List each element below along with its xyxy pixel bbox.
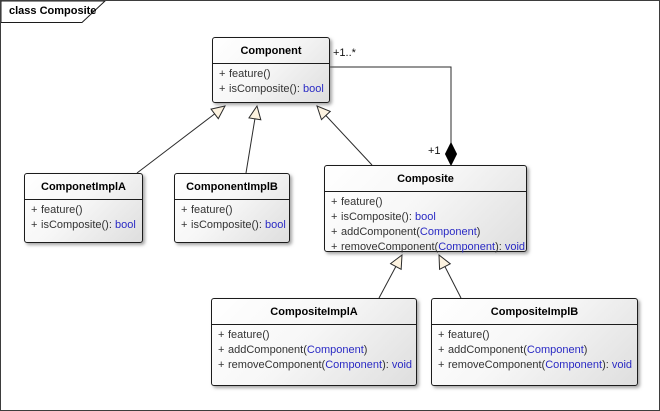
class-box-component[interactable]: Component +feature()+isComposite(): bool: [212, 37, 330, 103]
method-row: +isComposite(): bool: [25, 218, 142, 233]
visibility-marker: +: [181, 204, 188, 216]
method-signature: feature(): [341, 196, 383, 208]
method-signature: feature(): [41, 204, 83, 216]
class-box-compositeimpla[interactable]: CompositeImplA +feature()+addComponent(C…: [211, 298, 417, 386]
visibility-marker: +: [438, 329, 445, 341]
method-row: +isComposite(): bool: [175, 218, 289, 233]
method-row: +feature(): [213, 67, 329, 82]
method-signature: isComposite(): bool: [191, 219, 286, 231]
methods-compartment: +feature()+isComposite(): bool+addCompon…: [325, 192, 526, 255]
method-row: +isComposite(): bool: [325, 210, 526, 225]
method-signature: isComposite(): bool: [341, 211, 436, 223]
generalization-edge-componentimplb-component: [245, 104, 262, 174]
frame-label: class Composite: [9, 5, 97, 17]
class-title: CompositeImplB: [432, 299, 637, 325]
visibility-marker: +: [218, 344, 225, 356]
method-row: +removeComponent(Component): void: [432, 358, 637, 373]
visibility-marker: +: [219, 68, 226, 80]
method-signature: feature(): [448, 329, 490, 341]
generalization-edge-compositeimplb-composite: [438, 253, 462, 299]
visibility-marker: +: [218, 329, 225, 341]
method-row: +removeComponent(Component): void: [212, 358, 416, 373]
visibility-marker: +: [438, 359, 445, 371]
visibility-marker: +: [438, 344, 445, 356]
method-signature: removeComponent(Component): void: [448, 359, 633, 371]
method-row: +feature(): [432, 328, 637, 343]
class-box-componentimplb[interactable]: ComponentImplB +feature()+isComposite():…: [174, 173, 290, 243]
generalization-edge-compositeimpla-composite: [378, 253, 403, 299]
class-box-compositeimplb[interactable]: CompositeImplB +feature()+addComponent(C…: [431, 298, 638, 386]
method-row: +isComposite(): bool: [213, 82, 329, 97]
generalization-edge-componetimpla-component: [136, 105, 226, 174]
methods-compartment: +feature()+isComposite(): bool: [25, 200, 142, 233]
method-signature: isComposite(): bool: [41, 219, 136, 231]
multiplicity-label-source: +1: [428, 145, 441, 157]
method-signature: removeComponent(Component): void: [228, 359, 413, 371]
visibility-marker: +: [331, 241, 338, 253]
class-title: ComponentImplB: [175, 174, 289, 200]
method-row: +feature(): [212, 328, 416, 343]
method-signature: removeComponent(Component): void: [341, 241, 526, 253]
method-signature: feature(): [191, 204, 233, 216]
class-title: CompositeImplA: [212, 299, 416, 325]
methods-compartment: +feature()+isComposite(): bool: [175, 200, 289, 233]
visibility-marker: +: [31, 204, 38, 216]
method-row: +feature(): [25, 203, 142, 218]
method-row: +feature(): [325, 195, 526, 210]
method-row: +removeComponent(Component): void: [325, 240, 526, 255]
class-title: ComponetImplA: [25, 174, 142, 200]
class-box-componetimpla[interactable]: ComponetImplA +feature()+isComposite(): …: [24, 173, 143, 243]
method-signature: addComponent(Component): [341, 226, 481, 238]
visibility-marker: +: [218, 359, 225, 371]
visibility-marker: +: [31, 219, 38, 231]
visibility-marker: +: [331, 196, 338, 208]
class-title: Component: [213, 38, 329, 64]
method-row: +addComponent(Component): [432, 343, 637, 358]
class-box-composite[interactable]: Composite +feature()+isComposite(): bool…: [324, 165, 527, 255]
method-signature: feature(): [229, 68, 271, 80]
method-signature: feature(): [228, 329, 270, 341]
method-row: +addComponent(Component): [325, 225, 526, 240]
composition-diamond-icon: [444, 141, 458, 167]
visibility-marker: +: [331, 211, 338, 223]
multiplicity-label-target: +1..*: [333, 47, 356, 59]
visibility-marker: +: [331, 226, 338, 238]
class-title: Composite: [325, 166, 526, 192]
methods-compartment: +feature()+addComponent(Component)+remov…: [432, 325, 637, 373]
composition-edge-composite-component: [330, 66, 452, 143]
method-signature: isComposite(): bool: [229, 83, 324, 95]
methods-compartment: +feature()+addComponent(Component)+remov…: [212, 325, 416, 373]
visibility-marker: +: [181, 219, 188, 231]
method-row: +feature(): [175, 203, 289, 218]
method-signature: addComponent(Component): [448, 344, 588, 356]
methods-compartment: +feature()+isComposite(): bool: [213, 64, 329, 97]
method-row: +addComponent(Component): [212, 343, 416, 358]
frame-label-tab: [1, 1, 106, 23]
method-signature: addComponent(Component): [228, 344, 368, 356]
generalization-edge-composite-component: [316, 105, 373, 166]
visibility-marker: +: [219, 83, 226, 95]
